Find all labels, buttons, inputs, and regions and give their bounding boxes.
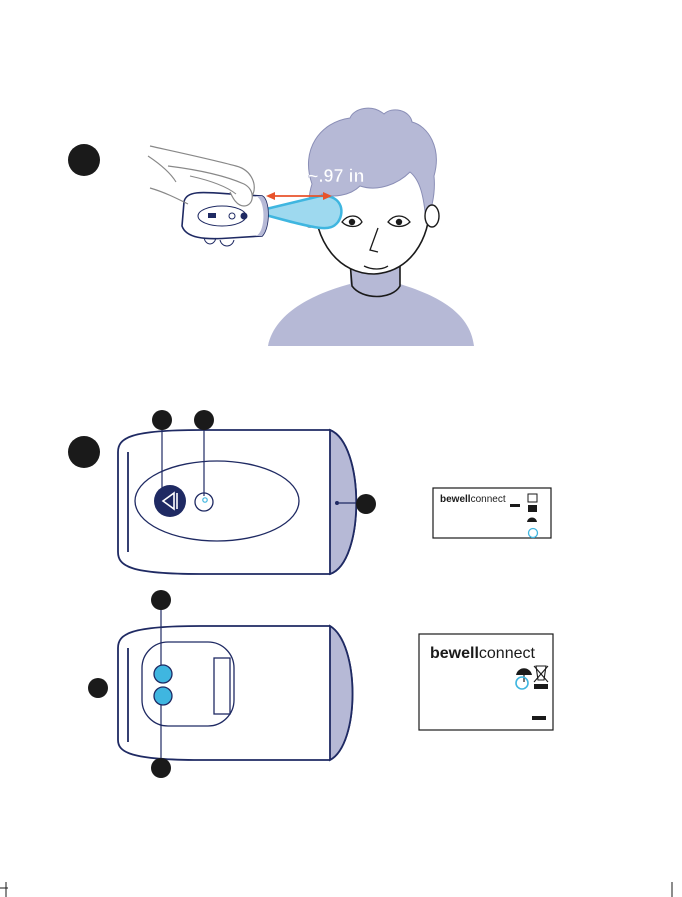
battery-slot xyxy=(214,658,230,714)
brand-logo-small: bewellconnect xyxy=(440,494,506,505)
callout-marker xyxy=(151,590,171,610)
unit-segment-icon xyxy=(532,716,546,720)
large-display: bewellconnect xyxy=(419,634,553,730)
thermometer-top-view xyxy=(118,410,376,574)
callout-marker xyxy=(194,410,214,430)
side-logo-icon xyxy=(208,213,216,218)
mode-button[interactable] xyxy=(154,485,186,517)
lower-button[interactable] xyxy=(154,687,172,705)
thermometer-side-view xyxy=(182,192,268,246)
callout-marker xyxy=(152,410,172,430)
thermometer-bottom-view xyxy=(88,590,353,778)
step-2-marker xyxy=(68,436,100,468)
unit-segment-icon xyxy=(510,504,520,507)
side-mode-icon xyxy=(241,213,248,220)
figure-1: ~.97 in xyxy=(68,108,474,346)
battery-icon xyxy=(534,684,548,689)
small-display: bewellconnect xyxy=(433,488,551,538)
sensor-head xyxy=(330,626,353,760)
brand-logo-large: bewellconnect xyxy=(430,645,536,662)
distance-label: ~.97 in xyxy=(308,166,365,186)
figure-2: bewellconnect bewellconnect xyxy=(68,410,553,778)
callout-marker xyxy=(356,494,376,514)
sensor-head xyxy=(330,430,356,574)
callout-marker xyxy=(151,758,171,778)
upper-button[interactable] xyxy=(154,665,172,683)
step-1-marker xyxy=(68,144,100,176)
battery-icon xyxy=(528,505,537,512)
person-illustration xyxy=(268,108,474,346)
sensor-point xyxy=(335,501,339,505)
callout-marker xyxy=(88,678,108,698)
infrared-beam xyxy=(262,196,341,228)
